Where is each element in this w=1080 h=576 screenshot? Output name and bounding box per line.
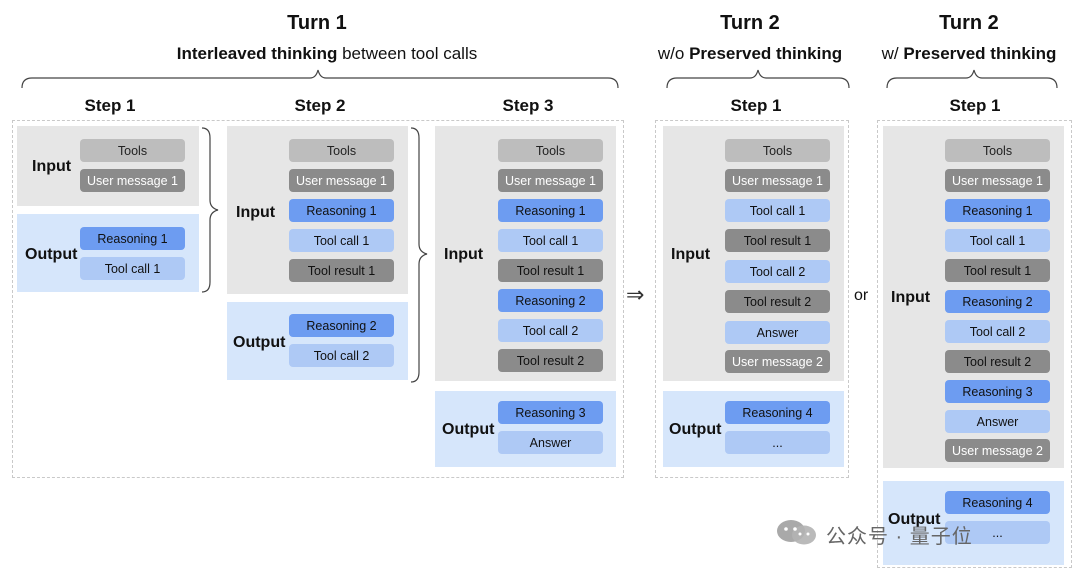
t1s2-input-toolresult-pill: Tool result 1 xyxy=(289,259,394,282)
t2a-input-user-pill: User message 2 xyxy=(725,350,830,373)
t2a-output-label: Output xyxy=(669,421,722,438)
t1s1-input-tools-pill: Tools xyxy=(80,139,185,162)
t1s3-output-reasoning-pill: Reasoning 3 xyxy=(498,401,603,424)
t1s1-output-toolcall-pill: Tool call 1 xyxy=(80,257,185,280)
t2a-input-toolcall-pill: Tool call 1 xyxy=(725,199,830,222)
t2b-output-label: Output xyxy=(888,511,941,528)
t2a-input-toolcall-pill: Tool call 2 xyxy=(725,260,830,283)
t2a-input-toolresult-pill: Tool result 2 xyxy=(725,290,830,313)
t1s3-output-panel: Output Reasoning 3 Answer xyxy=(435,391,616,467)
turn2b-title: Turn 2 xyxy=(939,12,999,34)
turn1-frame xyxy=(12,120,624,478)
t1s3-input-toolcall-pill: Tool call 1 xyxy=(498,229,603,252)
turn2b-top-brace xyxy=(886,69,1058,89)
t1s1-output-reasoning-pill: Reasoning 1 xyxy=(80,227,185,250)
t2b-output-ellipsis-pill: ... xyxy=(945,521,1050,544)
turn1-subtitle-bold: Interleaved thinking xyxy=(176,44,338,63)
turn2a-title: Turn 2 xyxy=(720,12,780,34)
step2-to-step3-brace xyxy=(410,127,428,383)
turn1-subtitle: Interleaved thinking between tool calls xyxy=(127,44,527,64)
t2b-input-tools-pill: Tools xyxy=(945,139,1050,162)
turn2a-subtitle: w/o Preserved thinking xyxy=(640,44,860,64)
t1s1-input-label: Input xyxy=(32,158,72,175)
t1s2-output-label: Output xyxy=(233,334,286,351)
t1s3-output-label: Output xyxy=(442,421,495,438)
t2b-input-reasoning-pill: Reasoning 1 xyxy=(945,199,1050,222)
turn2b-frame xyxy=(877,120,1072,568)
t1s3-input-user-pill: User message 1 xyxy=(498,169,603,192)
step1-to-step2-brace xyxy=(201,127,219,293)
turn2b-subtitle-pre: w/ xyxy=(881,44,904,63)
t2b-input-user-pill: User message 2 xyxy=(945,439,1050,462)
t2a-input-label: Input xyxy=(671,246,711,263)
t1s2-input-tools-pill: Tools xyxy=(289,139,394,162)
t1s3-input-toolresult-pill: Tool result 1 xyxy=(498,259,603,282)
t1s2-output-toolcall-pill: Tool call 2 xyxy=(289,344,394,367)
turn2a-subtitle-pre: w/o xyxy=(657,44,690,63)
t2b-input-toolresult-pill: Tool result 1 xyxy=(945,259,1050,282)
t1s3-input-reasoning-pill: Reasoning 1 xyxy=(498,199,603,222)
t1s2-input-user-pill: User message 1 xyxy=(289,169,394,192)
t1s2-input-label: Input xyxy=(236,204,276,221)
t2b-input-answer-pill: Answer xyxy=(945,410,1050,433)
turn-transition-arrow: ⇒ xyxy=(626,282,645,307)
t2b-input-reasoning-pill: Reasoning 3 xyxy=(945,380,1050,403)
t2a-input-user-pill: User message 1 xyxy=(725,169,830,192)
t1s3-input-reasoning-pill: Reasoning 2 xyxy=(498,289,603,312)
t2b-output-reasoning-pill: Reasoning 4 xyxy=(945,491,1050,514)
t1s3-output-answer-pill: Answer xyxy=(498,431,603,454)
t2b-input-reasoning-pill: Reasoning 2 xyxy=(945,290,1050,313)
t2a-input-tools-pill: Tools xyxy=(725,139,830,162)
turn2b-subtitle: w/ Preserved thinking xyxy=(859,44,1079,64)
t1s2-input-reasoning-pill: Reasoning 1 xyxy=(289,199,394,222)
turn1-subtitle-rest: between tool calls xyxy=(337,44,478,63)
turn1-top-brace xyxy=(21,69,619,89)
t1s1-input-user-pill: User message 1 xyxy=(80,169,185,192)
t2b-input-label: Input xyxy=(891,289,931,306)
t2a-input-answer-pill: Answer xyxy=(725,321,830,344)
t2b-output-panel: Output Reasoning 4... xyxy=(883,481,1064,565)
t1s3-input-toolcall-pill: Tool call 2 xyxy=(498,319,603,342)
t1s2-output-reasoning-pill: Reasoning 2 xyxy=(289,314,394,337)
t1s3-input-toolresult-pill: Tool result 2 xyxy=(498,349,603,372)
t2a-input-toolresult-pill: Tool result 1 xyxy=(725,229,830,252)
t1s3-title: Step 3 xyxy=(502,96,554,115)
t2b-title: Step 1 xyxy=(949,96,1001,115)
wechat-icon xyxy=(775,518,819,546)
t1s3-input-label: Input xyxy=(444,246,484,263)
turn2a-frame xyxy=(655,120,849,478)
t2a-output-panel: Output Reasoning 4... xyxy=(663,391,844,467)
t1s1-output-label: Output xyxy=(25,246,78,263)
t2b-input-user-pill: User message 1 xyxy=(945,169,1050,192)
watermark-text: 公众号 · 量子位 xyxy=(826,526,973,548)
t2a-output-reasoning-pill: Reasoning 4 xyxy=(725,401,830,424)
t1s1-title: Step 1 xyxy=(84,96,136,115)
t1s2-title: Step 2 xyxy=(294,96,346,115)
turn2b-subtitle-bold: Preserved thinking xyxy=(903,44,1057,63)
t1s2-output-panel: Output Reasoning 2 Tool call 2 xyxy=(227,302,408,380)
t2b-input-toolcall-pill: Tool call 1 xyxy=(945,229,1050,252)
turn2a-top-brace xyxy=(666,69,850,89)
t1s1-output-panel: Output Reasoning 1 Tool call 1 xyxy=(17,214,199,292)
t1s3-input-tools-pill: Tools xyxy=(498,139,603,162)
turn1-title: Turn 1 xyxy=(287,12,347,34)
t2a-title: Step 1 xyxy=(730,96,782,115)
t1s2-input-toolcall-pill: Tool call 1 xyxy=(289,229,394,252)
or-connector: or xyxy=(854,287,869,304)
t2a-output-ellipsis-pill: ... xyxy=(725,431,830,454)
t2b-input-toolresult-pill: Tool result 2 xyxy=(945,350,1050,373)
t2b-input-toolcall-pill: Tool call 2 xyxy=(945,320,1050,343)
turn2a-subtitle-bold: Preserved thinking xyxy=(689,44,843,63)
